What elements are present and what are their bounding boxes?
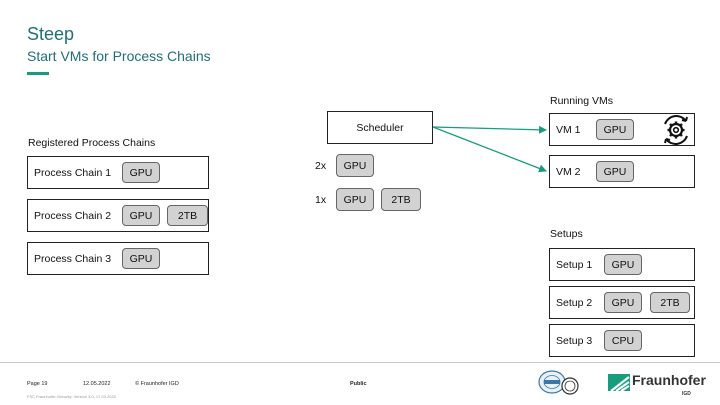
setup-box: Setup 1 GPU [549,248,695,281]
fraunhofer-logo-text: Fraunhofer [632,372,706,388]
footer-copyright: © Fraunhofer IGD [135,381,179,387]
setup-box: Setup 3 CPU [549,324,695,357]
registered-chains-label: Registered Process Chains [28,137,156,149]
title-underline [27,72,49,75]
classification-label: Public [350,381,367,387]
gpu-chip: GPU [604,292,642,313]
footer-note: FSC Fraunhofer-Security: Version 3.0, 17… [27,394,116,399]
storage-chip: 2TB [381,188,421,211]
cpu-chip: CPU [604,330,642,351]
scheduler-label: Scheduler [356,122,404,134]
setup-box: Setup 2 GPU 2TB [549,286,695,319]
gpu-chip: GPU [336,188,374,211]
page-subtitle: Start VMs for Process Chains [27,48,211,64]
process-chain-box: Process Chain 1 GPU [27,156,209,189]
vm-name: VM 2 [556,166,581,178]
fraunhofer-logo-icon [608,374,630,391]
page-number: Page 19 [27,381,48,387]
setup-name: Setup 1 [556,259,593,271]
storage-chip: 2TB [650,292,690,313]
gpu-chip: GPU [604,254,642,275]
footer-date: 12.05.2022 [83,381,111,387]
fraunhofer-logo-sub: IGD [682,391,691,397]
gpu-chip: GPU [336,154,374,177]
vm-box: VM 1 GPU [549,113,695,146]
setup-name: Setup 3 [556,335,593,347]
footer-divider [0,362,720,363]
arrow-to-vm1 [432,125,547,134]
process-chain-name: Process Chain 1 [34,167,112,179]
demand-count: 1x [315,194,327,206]
demand-count: 2x [315,160,327,172]
setups-label: Setups [550,228,583,240]
process-chain-name: Process Chain 3 [34,253,112,265]
arrow-to-vm2 [432,126,547,173]
running-vms-label: Running VMs [550,95,614,107]
process-chain-box: Process Chain 3 GPU [27,242,209,275]
certification-badge-icon [538,370,579,395]
gpu-chip: GPU [596,119,634,140]
vm-name: VM 1 [556,124,581,136]
page-title: Steep [27,24,75,44]
process-chain-box: Process Chain 2 GPU 2TB [27,199,209,232]
gpu-chip: GPU [122,248,160,269]
gpu-chip: GPU [122,162,160,183]
scheduler-box: Scheduler [327,111,433,144]
storage-chip: 2TB [167,205,208,226]
setup-name: Setup 2 [556,297,593,309]
vm-box: VM 2 GPU [549,155,695,188]
gpu-chip: GPU [596,161,634,182]
process-chain-name: Process Chain 2 [34,210,112,222]
gpu-chip: GPU [122,205,160,226]
gear-spinning-icon [664,115,688,145]
